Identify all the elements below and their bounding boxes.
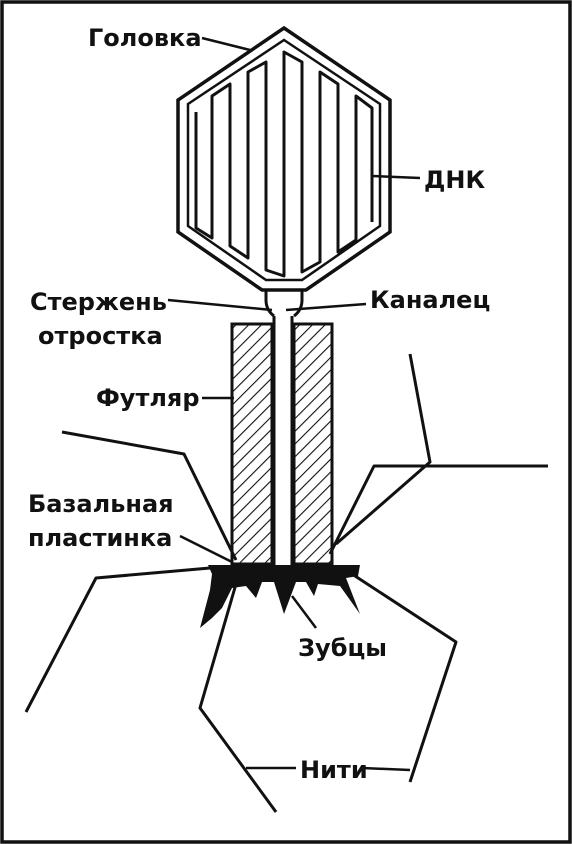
fiber-lower-left	[24, 566, 211, 713]
phage-neck	[264, 290, 304, 318]
label-tail-rod-line2: отростка	[38, 322, 163, 350]
fiber-lower-center	[198, 583, 278, 813]
fiber-right-top	[335, 353, 432, 546]
head-inner-shell	[186, 38, 382, 282]
leader-teeth	[291, 595, 317, 629]
head-outer-shell	[176, 25, 392, 292]
leader-lines	[167, 36, 421, 772]
label-teeth: Зубцы	[298, 634, 387, 662]
leader-fibers-right	[361, 766, 411, 772]
label-dna: ДНК	[424, 166, 485, 194]
phage-head	[176, 25, 392, 292]
sheath-right	[292, 322, 334, 566]
label-base-plate-line2: пластинка	[28, 524, 172, 552]
leader-channel	[285, 302, 367, 312]
label-tail-rod-line1: Стержень	[30, 288, 167, 316]
fiber-lower-right	[351, 572, 458, 783]
label-sheath: Футляр	[96, 384, 200, 412]
label-channel: Каналец	[370, 286, 490, 314]
tail-fibers	[24, 353, 548, 813]
label-fibers: Нити	[300, 756, 368, 784]
fiber-upper-right	[328, 464, 548, 555]
leader-base-plate	[179, 534, 233, 564]
leader-head	[201, 36, 251, 52]
leader-rod	[167, 298, 273, 312]
fiber-upper-left	[61, 430, 238, 561]
label-head: Головка	[88, 24, 202, 52]
leader-dna	[371, 174, 421, 180]
tail-sheath	[230, 322, 334, 566]
label-base-plate-line1: Базальная	[28, 490, 174, 518]
tail-tube	[272, 316, 294, 568]
sheath-left	[230, 322, 274, 566]
base-plate	[200, 565, 360, 628]
dna-strand	[194, 50, 374, 278]
